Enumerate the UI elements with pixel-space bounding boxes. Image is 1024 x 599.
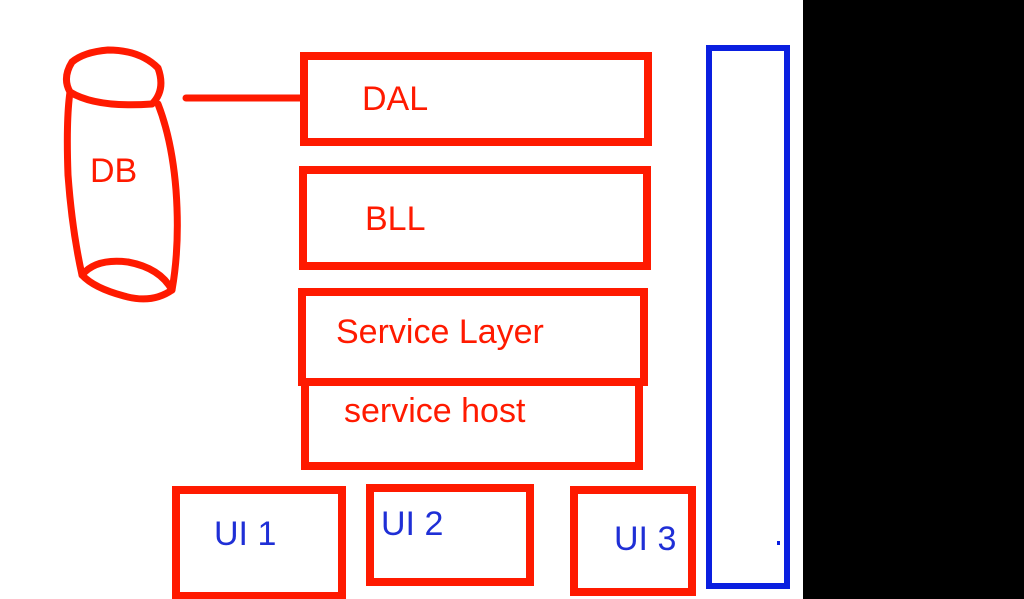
right-black-margin (803, 0, 1024, 599)
service-layer-label: Service Layer (336, 313, 544, 351)
ui2-label: UI 2 (381, 505, 443, 543)
ui1-label: UI 1 (214, 515, 276, 553)
dal-box (300, 52, 652, 146)
ui3-label: UI 3 (614, 520, 676, 558)
blue-dot-mark (777, 541, 780, 545)
service-layer-box (298, 288, 648, 386)
dal-label: DAL (362, 80, 428, 118)
db-cylinder-left-side (63, 88, 86, 279)
bll-label: BLL (365, 200, 426, 238)
db-cylinder-right-side (154, 100, 181, 294)
db-cylinder-bottom (78, 257, 176, 303)
blue-side-bar (706, 45, 790, 589)
bll-box (299, 166, 651, 270)
service-host-label: service host (344, 392, 526, 430)
db-cylinder (63, 46, 308, 303)
ui1-box (172, 486, 346, 599)
ui2-box (366, 484, 534, 586)
db-label: DB (90, 152, 137, 190)
ui3-box (570, 486, 696, 596)
